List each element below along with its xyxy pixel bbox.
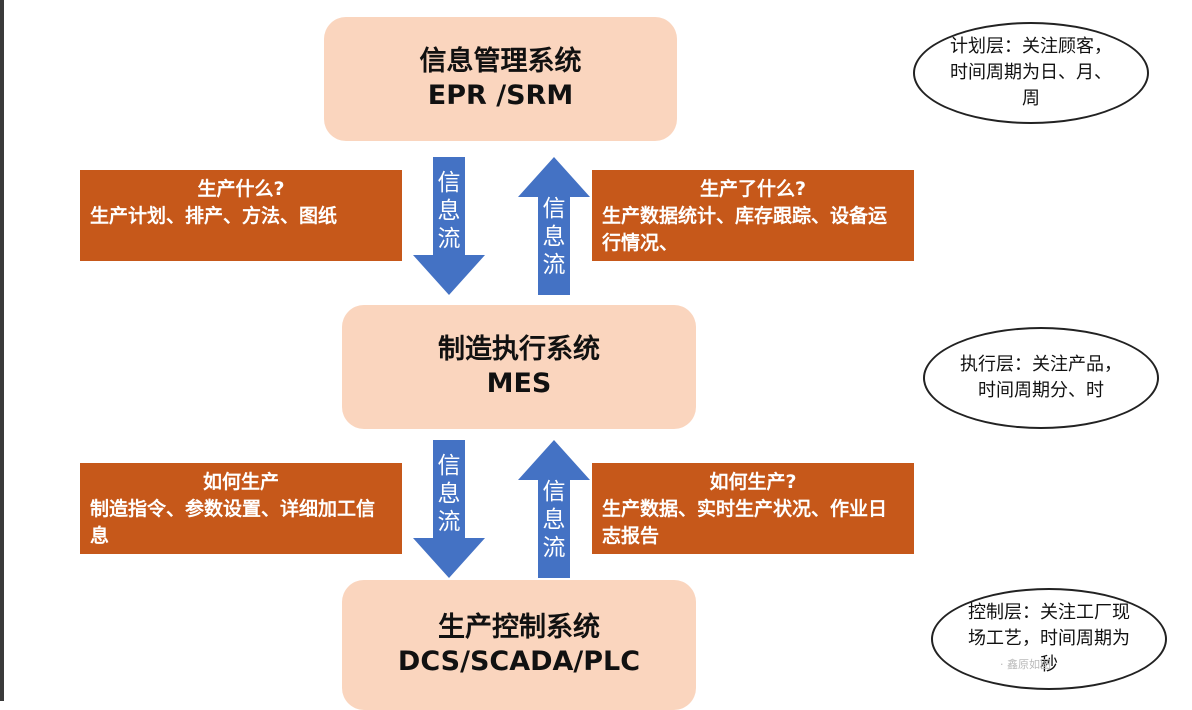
layer-note-exec: 执行层：关注产品，时间周期分、时 (923, 327, 1159, 429)
info-box-title: 生产了什么? (699, 178, 807, 200)
info-box-upper-left: 生产什么? 生产计划、排产、方法、图纸 (80, 170, 402, 261)
info-flow-char: 流 (437, 226, 461, 252)
info-flow-char: 信 (542, 196, 566, 222)
layer-note-control: 控制层：关注工厂现场工艺，时间周期为秒 (931, 588, 1167, 690)
arrow-down-shape (413, 440, 485, 578)
arrow-down-shape (413, 157, 485, 295)
info-flow-char: 信 (437, 170, 461, 196)
info-box-body: 生产数据、实时生产状况、作业日志报告 (602, 498, 888, 547)
layer-note-text: 计划层：关注顾客，时间周期为日、月、周 (950, 36, 1112, 109)
layer-note-text: 执行层：关注产品，时间周期分、时 (960, 354, 1122, 401)
arrow-up-shape (518, 440, 590, 578)
info-box-title: 生产什么? (197, 178, 285, 200)
info-flow-char: 信 (542, 479, 566, 505)
info-flow-char: 流 (542, 535, 566, 561)
info-flow-char: 流 (437, 509, 461, 535)
info-box-body: 生产数据统计、库存跟踪、设备运行情况、 (602, 205, 888, 254)
system-box-control: 生产控制系统 DCS/SCADA/PLC (342, 580, 696, 710)
erp-subtitle: EPR /SRM (427, 80, 574, 111)
window-edge (0, 0, 4, 701)
control-title: 生产控制系统 (438, 612, 600, 643)
control-subtitle: DCS/SCADA/PLC (397, 646, 641, 677)
info-flow-arrow-up-upper: 信 息 流 (518, 157, 590, 295)
watermark: · 鑫原如图 (1000, 658, 1051, 671)
system-box-mes: 制造执行系统 MES (342, 305, 696, 429)
info-flow-arrow-down-lower: 信 息 流 (413, 440, 485, 578)
info-box-lower-right: 如何生产? 生产数据、实时生产状况、作业日志报告 (592, 463, 914, 554)
system-box-erp: 信息管理系统 EPR /SRM (324, 17, 677, 141)
info-box-body: 生产计划、排产、方法、图纸 (90, 205, 338, 227)
layer-note-text: 控制层：关注工厂现场工艺，时间周期为秒 (968, 602, 1130, 675)
info-flow-arrow-up-lower: 信 息 流 (518, 440, 590, 578)
info-box-body: 制造指令、参数设置、详细加工信息 (90, 498, 376, 547)
erp-title: 信息管理系统 (419, 46, 582, 77)
info-box-title: 如何生产? (709, 471, 797, 493)
info-flow-char: 息 (437, 481, 461, 507)
mes-title: 制造执行系统 (438, 334, 600, 365)
info-box-lower-left: 如何生产 制造指令、参数设置、详细加工信息 (80, 463, 402, 554)
info-box-upper-right: 生产了什么? 生产数据统计、库存跟踪、设备运行情况、 (592, 170, 914, 261)
info-flow-char: 信 (437, 453, 461, 479)
info-flow-char: 息 (437, 198, 461, 224)
arrow-up-shape (518, 157, 590, 295)
info-flow-char: 息 (542, 507, 566, 533)
mes-subtitle: MES (486, 368, 552, 399)
info-flow-arrow-down-upper: 信 息 流 (413, 157, 485, 295)
info-flow-char: 流 (542, 252, 566, 278)
info-box-title: 如何生产 (202, 471, 279, 493)
layer-note-plan: 计划层：关注顾客，时间周期为日、月、周 (913, 22, 1149, 124)
info-flow-char: 息 (542, 224, 566, 250)
